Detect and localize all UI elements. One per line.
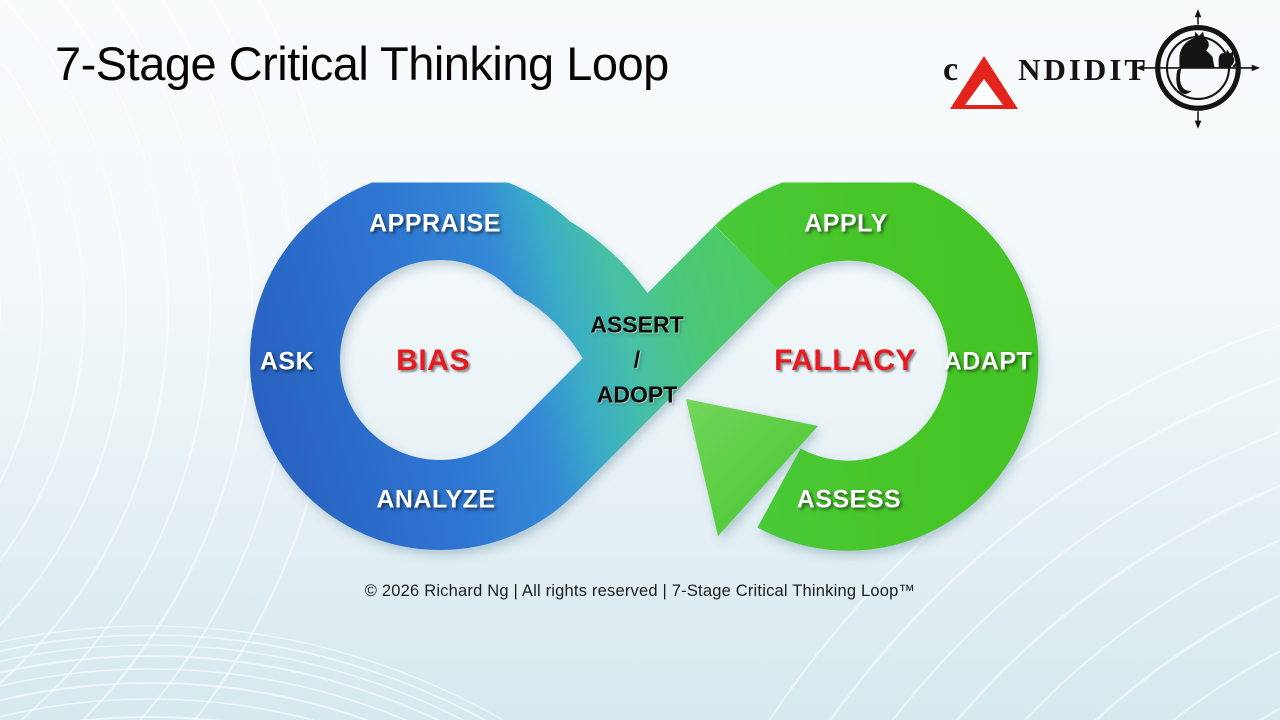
- brand-wordmark-rest: NDIDIT: [1018, 52, 1149, 87]
- brand-letter-c: c: [943, 51, 959, 88]
- emblem-compass-arrows: [1136, 9, 1260, 129]
- stage-label-appraise: APPRAISE: [369, 209, 501, 238]
- footer-copyright: © 2026 Richard Ng | All rights reserved …: [364, 582, 916, 600]
- center-label-line3: ADOPT: [596, 381, 678, 408]
- wave-fan-bottom: [0, 625, 504, 720]
- blue-loop-band: [250, 170, 779, 550]
- stage-label-ask: ASK: [259, 347, 315, 376]
- stage-label-apply: APPLY: [804, 209, 888, 238]
- stage-label-assess: ASSESS: [796, 485, 902, 514]
- brand-wordmark: c A NDIDIT: [943, 51, 1149, 109]
- loop-arrowhead: [686, 399, 818, 536]
- center-label-line2: /: [633, 346, 641, 373]
- brand-triangle-a-icon: A: [950, 56, 1019, 109]
- brand-emblem-cat-compass-icon: [1136, 9, 1260, 129]
- stage-label-adapt: ADAPT: [943, 347, 1033, 376]
- green-loop-band: [714, 170, 1039, 551]
- pitfall-label-fallacy: FALLACY: [774, 344, 916, 377]
- pitfall-label-bias: BIAS: [396, 344, 470, 377]
- center-label-line1: ASSERT: [590, 311, 684, 338]
- center-label-assert-adopt: ASSERT / ADOPT: [590, 308, 683, 413]
- page-title: 7-Stage Critical Thinking Loop: [55, 37, 669, 90]
- stage-label-analyze: ANALYZE: [376, 485, 496, 514]
- emblem-cat-silhouettes: [1176, 31, 1240, 94]
